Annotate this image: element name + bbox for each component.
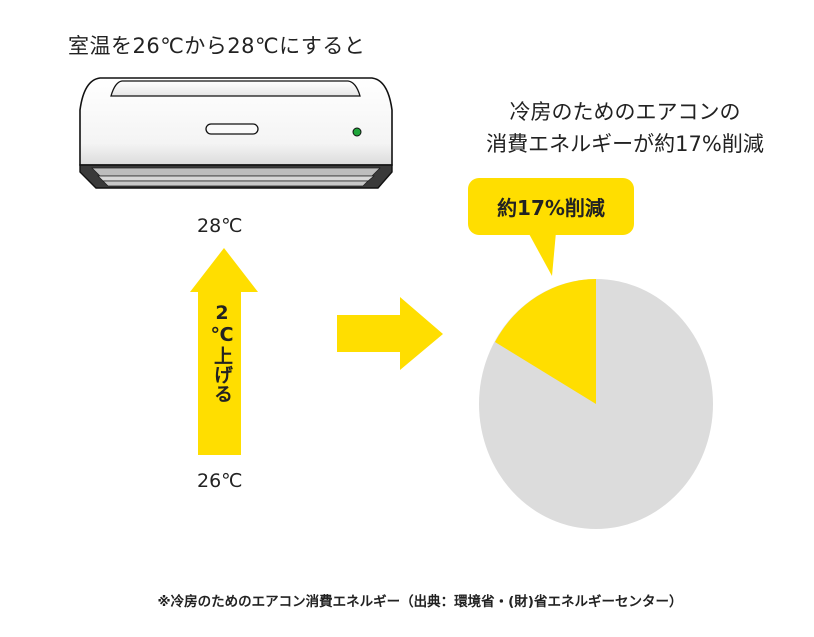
headline-right-line1: 冷房のためのエアコンの	[509, 100, 741, 124]
ac-display-slot	[205, 123, 259, 135]
ac-power-indicator	[352, 127, 362, 137]
pie-chart	[479, 279, 713, 529]
headline-right: 冷房のためのエアコンの 消費エネルギーが約17%削減	[480, 96, 770, 160]
bubble-label: 約17%削減	[497, 196, 605, 220]
headline-right-line2: 消費エネルギーが約17%削減	[486, 132, 764, 156]
temperature-bottom: 26℃	[197, 470, 243, 492]
speech-bubble	[468, 178, 634, 276]
arrow-label: 2℃上げる	[211, 302, 233, 403]
pie-slice-reduction	[495, 279, 596, 404]
headline-left: 室温を26℃から28℃にすると	[68, 34, 366, 58]
up-arrow-icon	[190, 248, 258, 455]
right-arrow-icon	[337, 297, 443, 370]
air-conditioner-icon	[79, 77, 393, 189]
footnote: ※冷房のためのエアコン消費エネルギー（出典：環境省・(財)省エネルギーセンター）	[157, 594, 683, 610]
temperature-top: 28℃	[197, 215, 243, 237]
